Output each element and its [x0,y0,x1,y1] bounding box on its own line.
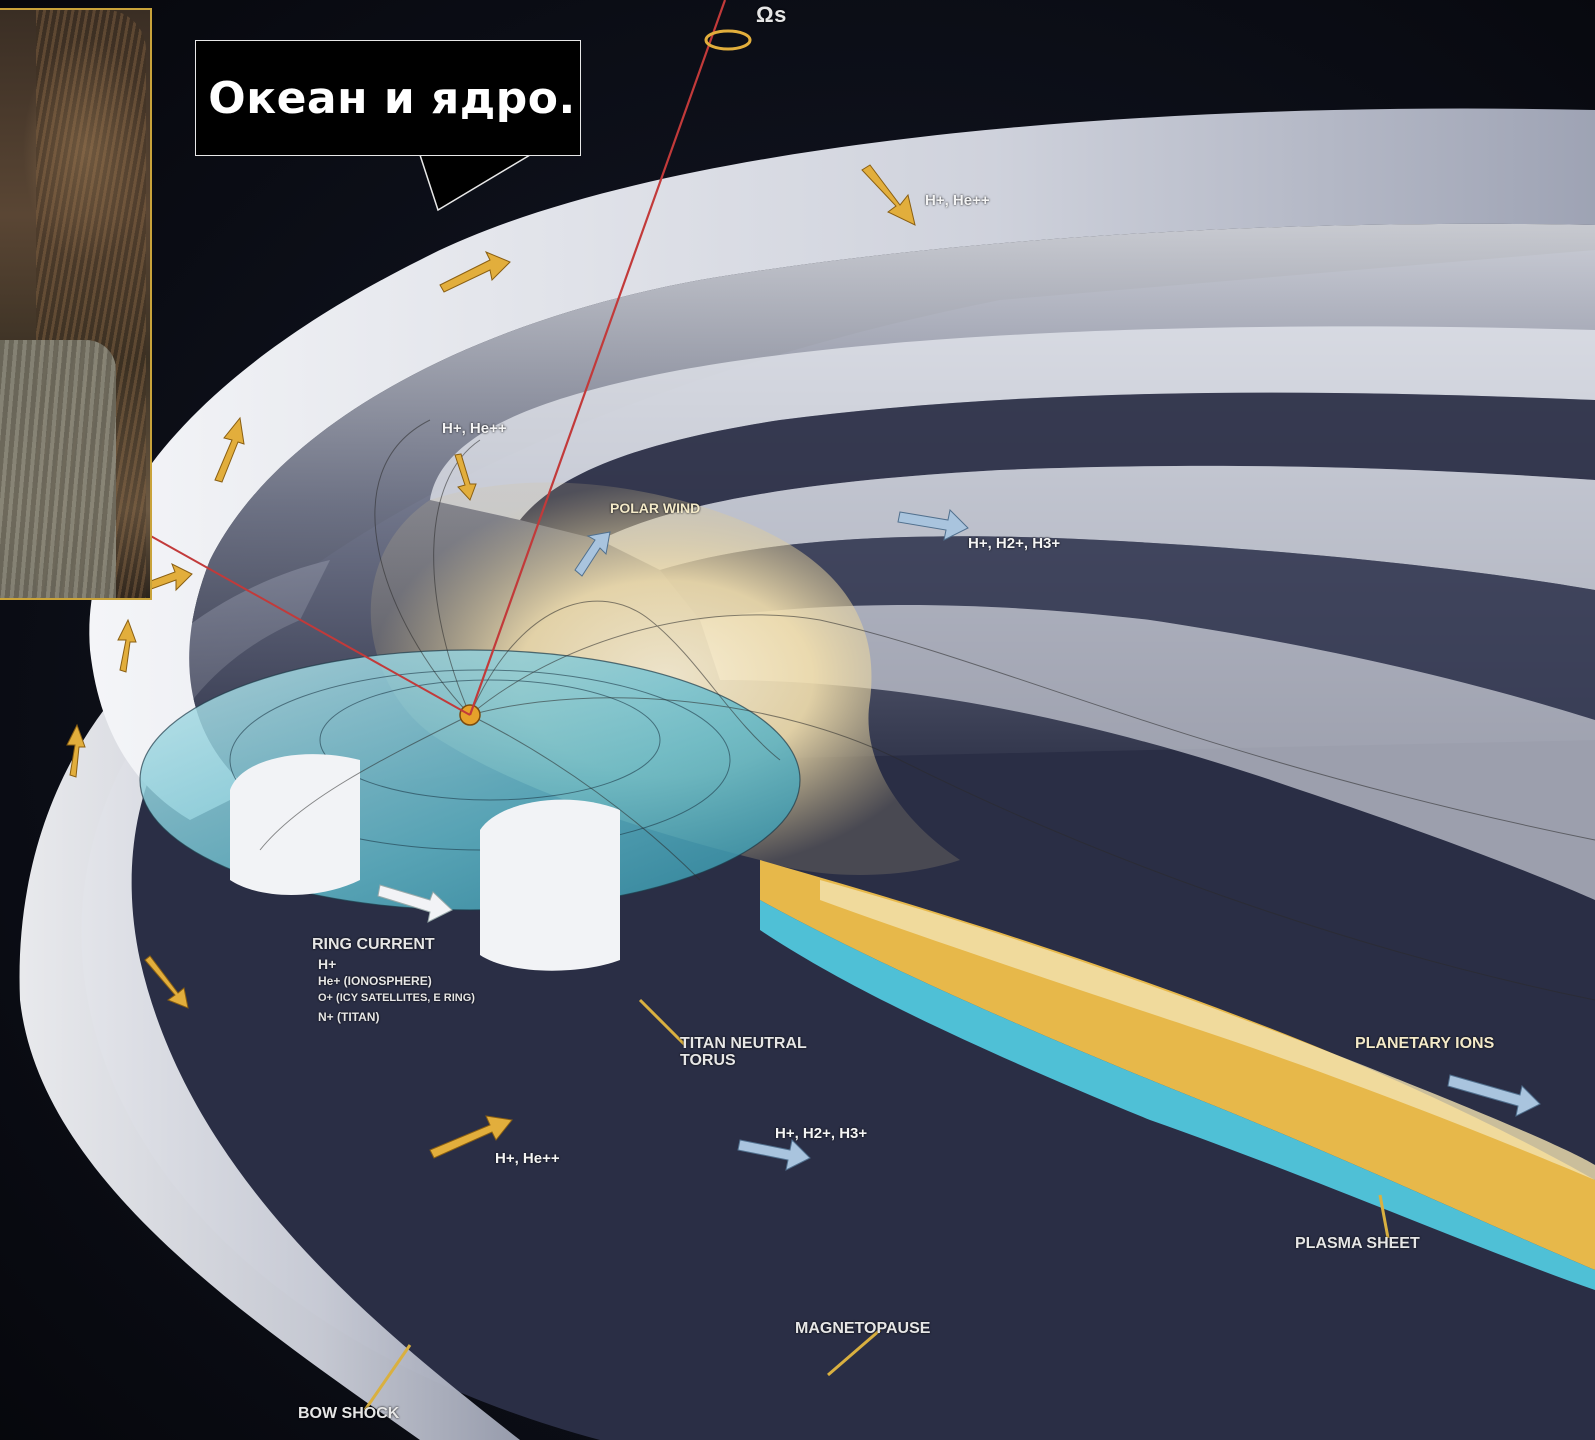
speech-callout: Океан и ядро. [195,40,581,156]
inner-shell-2 [600,465,1595,590]
ion-label-lobe-flow-top: H+, H2+, H3+ [968,535,1061,552]
plasma-sheet-yellow [760,860,1595,1270]
label-titan-torus-2: TORUS [680,1052,736,1069]
label-polar-wind: POLAR WIND [610,500,701,516]
label-ring-current-h: H+ [318,956,337,972]
pointer-lines [363,998,1390,1411]
inner-shell-1 [430,326,1595,520]
inner-gap-2 [660,536,1595,720]
spin-axis-label: Ωs [756,2,787,27]
magnetopause-shell [89,108,1595,820]
label-bow-shock: BOW SHOCK [298,1405,400,1422]
ion-label-solar-wind-bottom: H+, He++ [495,1150,560,1167]
label-ring-current-he: He+ (IONOSPHERE) [318,974,432,988]
torus-cut-left [230,754,360,895]
spin-rotation-arrow [704,29,752,51]
label-ring-current-o: O+ (ICY SATELLITES, E RING) [318,992,475,1004]
label-planetary-ions: PLANETARY IONS [1355,1035,1495,1052]
label-magnetopause: MAGNETOPAUSE [795,1320,931,1337]
label-plasma-sheet: PLASMA SHEET [1295,1235,1420,1252]
portrait-photo-inset [0,8,152,600]
ion-label-cusp: H+, He++ [442,420,507,437]
label-ring-current-n: N+ (TITAN) [318,1010,380,1024]
torus-cut-right [480,799,620,971]
solar-wind-arrows [66,164,916,1159]
ion-label-lobe-flow-bottom: H+, H2+, H3+ [775,1125,868,1142]
inner-shell-3 [700,605,1595,900]
portrait-dress [0,340,116,598]
ion-label-solar-wind-top: H+, He++ [925,192,990,209]
spin-axis-line [468,0,727,716]
lobe-flow-arrows [574,508,1541,1171]
label-titan-torus-1: TITAN NEUTRAL [680,1035,807,1052]
sun-direction-line [139,529,471,716]
plasma-sheet-light [820,880,1595,1180]
ring-current-arrow [377,884,453,923]
callout-text: Океан и ядро. [208,72,576,124]
inner-gap-1 [520,392,1595,540]
label-ring-current: RING CURRENT [312,936,435,953]
plasma-sheet-cyan [760,900,1595,1290]
